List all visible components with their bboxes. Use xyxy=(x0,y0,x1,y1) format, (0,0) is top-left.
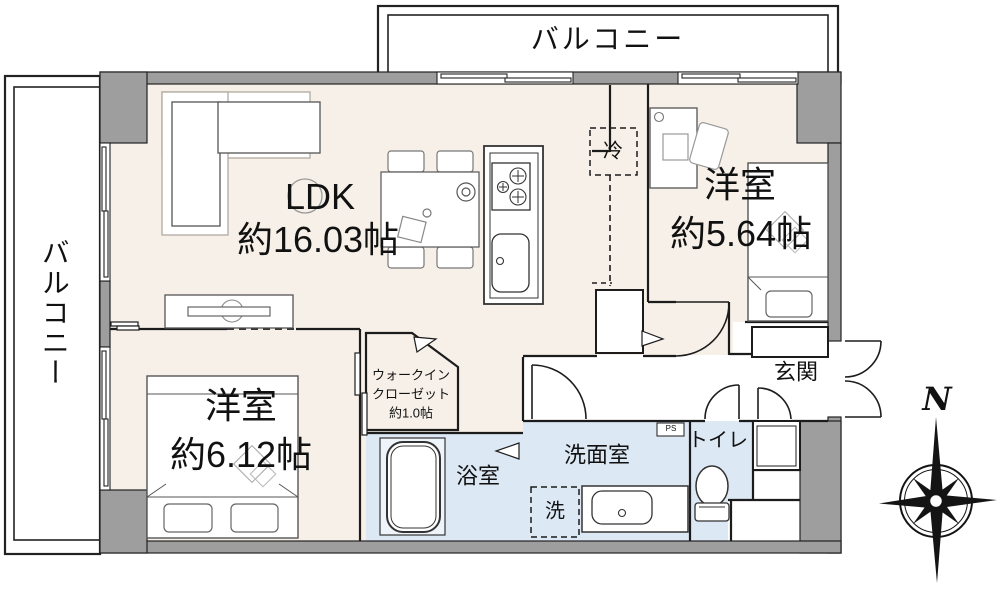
wall-left-mid-block xyxy=(99,280,111,348)
side-table xyxy=(287,178,323,214)
bedroom-south-name: 洋室 xyxy=(204,385,278,427)
bathroom-label: 浴室 xyxy=(455,463,501,489)
compass-hub xyxy=(928,493,944,509)
door-entrance-hall xyxy=(757,387,792,420)
door-washroom xyxy=(531,364,587,420)
bedroom-south-furniture xyxy=(146,375,299,539)
kitchen-unit xyxy=(483,145,544,305)
floor-entrance-doorway xyxy=(828,335,844,421)
bathroom-triangle xyxy=(494,442,520,460)
pipe-space-box xyxy=(656,422,685,437)
doors xyxy=(110,301,882,460)
closets xyxy=(530,127,829,538)
bedroom-east-name: 洋室 xyxy=(703,164,777,206)
wic-line3: 約1.0帖 xyxy=(388,405,434,421)
wic-walls xyxy=(364,331,460,432)
pillow xyxy=(163,503,213,533)
wet-fixtures xyxy=(379,437,730,536)
entrance-label: 玄関 xyxy=(773,359,819,385)
dining-set xyxy=(380,150,480,269)
windows xyxy=(99,71,799,491)
washing-machine-label: 洗 xyxy=(545,500,565,523)
wall-top-right-block xyxy=(796,71,842,144)
door-main-entrance xyxy=(844,340,882,418)
bed-single xyxy=(747,162,829,322)
pipe-space-label: PS xyxy=(665,423,677,433)
floor-toilet-alcove xyxy=(728,500,800,541)
washing-machine-box xyxy=(530,486,580,538)
refrigerator-label: 冷 xyxy=(603,140,623,163)
kitchen-sink xyxy=(491,233,530,293)
ldk-furniture xyxy=(161,91,544,329)
toilet-fixture xyxy=(694,465,730,522)
wall-bottom xyxy=(99,540,842,554)
wall-bottom-right-block xyxy=(799,420,842,554)
balcony-top-outline xyxy=(376,4,840,75)
door-toilet xyxy=(704,384,740,420)
wic-triangle xyxy=(413,336,438,354)
corridor-triangle xyxy=(641,330,665,347)
toilet-label: トイレ xyxy=(688,429,748,452)
washroom-label: 洗面室 xyxy=(563,442,631,468)
refrigerator-box xyxy=(589,127,638,176)
compass-north-label: N xyxy=(922,380,952,419)
wall-right-upper xyxy=(827,142,842,342)
balcony-left-outline xyxy=(3,74,102,556)
pillow xyxy=(765,290,813,318)
sliding-door-ldk xyxy=(110,321,140,331)
wall-top-left-block xyxy=(99,71,148,144)
pillow xyxy=(230,503,279,533)
wic-label: ウォークイン クローゼット 約1.0帖 xyxy=(372,367,450,424)
wic-line1: ウォークイン xyxy=(371,367,451,383)
sofa xyxy=(161,91,321,236)
kitchen-cabinet xyxy=(595,289,644,354)
sliding-door-bedroom-south xyxy=(354,352,368,436)
bed-double xyxy=(146,375,299,539)
wic-line2: クローゼット xyxy=(371,386,451,402)
balcony-top-label: バルコニー xyxy=(530,23,686,55)
bedroom-south-size: 約6.12帖 xyxy=(169,434,313,476)
bedroom-east-size: 約5.64帖 xyxy=(669,213,813,255)
compass-rose xyxy=(879,417,997,583)
storage-closet xyxy=(752,420,801,471)
balcony-left-label: バルコニー xyxy=(38,238,70,388)
ldk-name: LDK xyxy=(284,176,356,218)
exterior-walls xyxy=(99,71,842,554)
bathtub xyxy=(379,437,446,536)
wall-bottom-left-block xyxy=(99,489,148,554)
ldk-size: 約16.03帖 xyxy=(236,219,400,261)
bedroom-east-furniture xyxy=(649,107,829,322)
desk-chair xyxy=(689,122,729,170)
door-bedroom-east xyxy=(675,301,730,357)
tv-board xyxy=(164,294,294,329)
door-direction-triangles xyxy=(413,330,665,460)
entrance-shoe-closet xyxy=(751,326,829,358)
washroom-sink xyxy=(581,485,689,533)
